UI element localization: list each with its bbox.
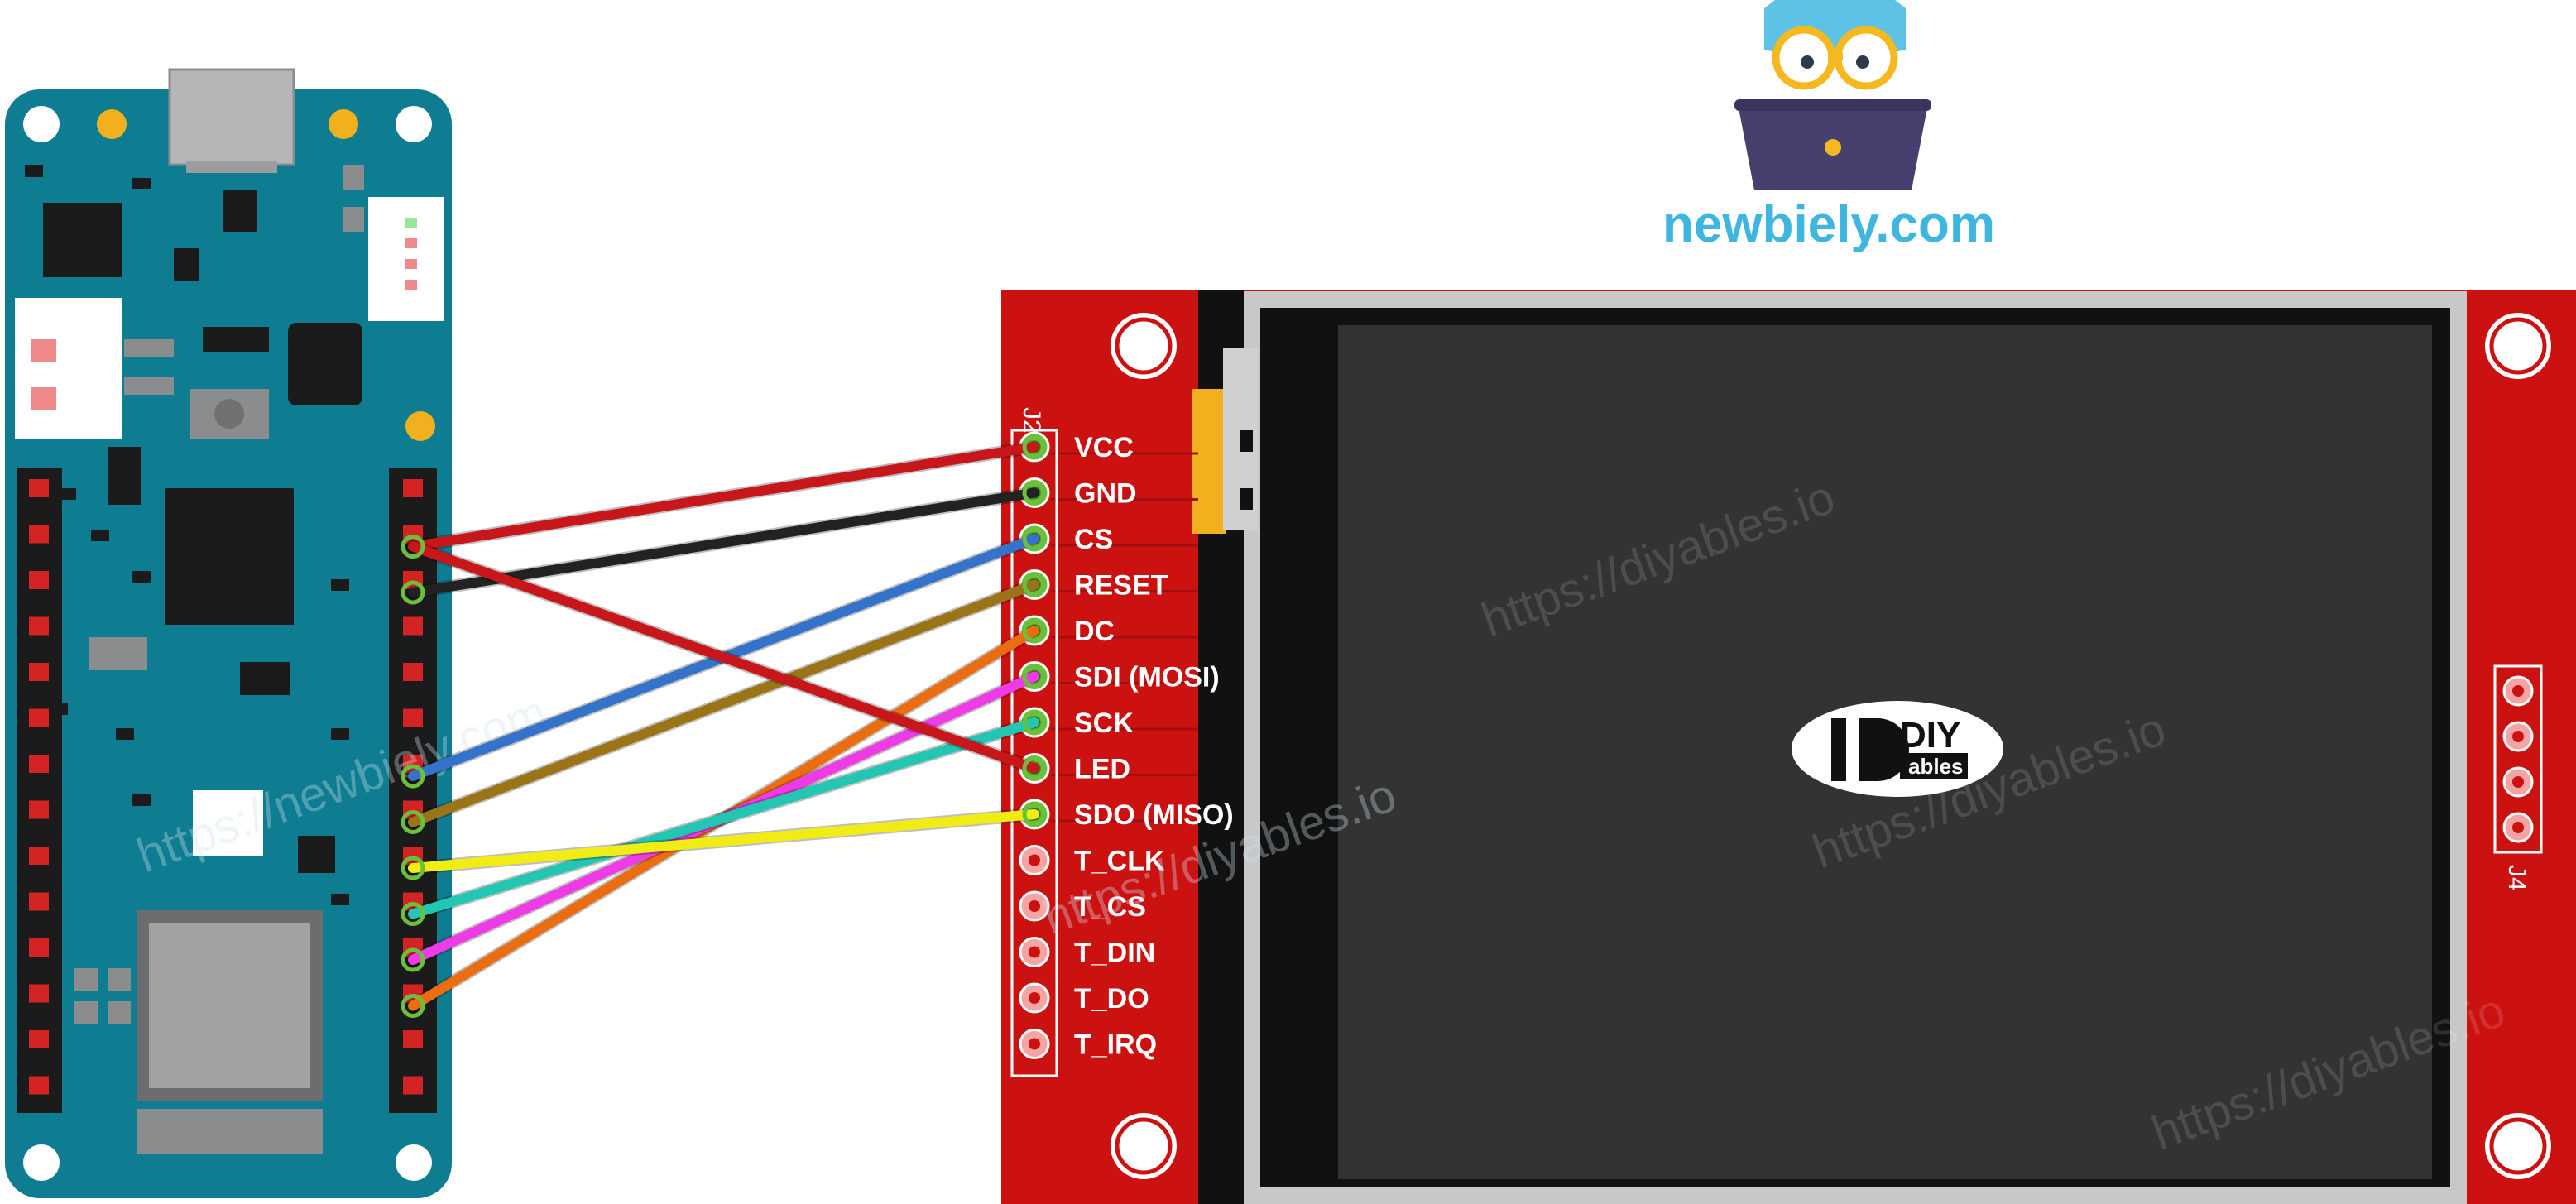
header-pin bbox=[29, 663, 49, 681]
wire-vcc bbox=[408, 442, 1039, 552]
j4-label: J4 bbox=[2503, 865, 2530, 891]
pin-label-reset: RESET bbox=[1074, 570, 1168, 602]
pin-label-dc: DC bbox=[1074, 616, 1115, 647]
pin-label-gnd: GND bbox=[1074, 478, 1137, 510]
header-pin bbox=[403, 663, 423, 681]
pin-label-t-cs: T_CS bbox=[1074, 891, 1146, 923]
wire-led bbox=[408, 541, 1039, 774]
pin-label-sdo-miso: SDO (MISO) bbox=[1074, 799, 1234, 831]
pin-label-t-din: T_DIN bbox=[1074, 938, 1155, 969]
pin-label-sck: SCK bbox=[1074, 708, 1134, 739]
pin-label-sdi-mosi: SDI (MOSI) bbox=[1074, 662, 1220, 693]
header-pin bbox=[403, 616, 423, 636]
header-pin bbox=[29, 616, 49, 636]
header-pin bbox=[29, 984, 49, 1003]
header-pin bbox=[29, 1076, 49, 1095]
wire-bundle bbox=[401, 434, 1047, 1018]
header-pin bbox=[29, 847, 49, 865]
diyables-logo: DIY ables bbox=[1792, 701, 2003, 797]
header-pin bbox=[29, 755, 49, 773]
header-pin bbox=[29, 525, 49, 544]
header-pin bbox=[403, 1076, 423, 1095]
brand-name: newbiely.com bbox=[1662, 196, 1995, 253]
header-pin bbox=[403, 1030, 423, 1048]
header-pin bbox=[29, 1030, 49, 1048]
wire-gnd bbox=[408, 487, 1039, 597]
wire-sck bbox=[408, 717, 1039, 919]
diyables-logo-sub: ables bbox=[1908, 754, 1964, 779]
display-pin-header: VCC GND CS RESET DC SDI (MOSI) SCK LED SDO (MISO… bbox=[1019, 431, 1234, 1061]
header-pin bbox=[29, 800, 49, 819]
pin-label-t-do: T_DO bbox=[1074, 983, 1149, 1015]
diyables-logo-main: DIY bbox=[1900, 715, 1960, 755]
arduino-board bbox=[5, 68, 452, 1198]
header-pin bbox=[29, 938, 49, 957]
header-pin bbox=[29, 892, 49, 911]
pin-label-t-clk: T_CLK bbox=[1074, 846, 1165, 877]
header-pin bbox=[403, 708, 423, 727]
j2-label: J2 bbox=[1018, 407, 1045, 434]
j4-pins bbox=[2502, 675, 2534, 843]
newbiely-logo: newbiely.com bbox=[1662, 0, 1995, 253]
tft-display-module: J2 VCC GND CS RESET DC SDI (MOSI) SCK LED SDO (M… bbox=[1001, 290, 2576, 1204]
pin-label-cs: CS bbox=[1074, 524, 1113, 555]
wire-reset bbox=[408, 579, 1039, 827]
pin-label-vcc: VCC bbox=[1074, 432, 1134, 463]
header-pin bbox=[403, 479, 423, 497]
header-pin bbox=[29, 708, 49, 727]
pin-label-t-irq: T_IRQ bbox=[1074, 1029, 1157, 1061]
header-pin bbox=[29, 479, 49, 497]
arduino-left-header bbox=[29, 479, 49, 1095]
header-pin bbox=[29, 571, 49, 589]
pin-label-led: LED bbox=[1074, 754, 1130, 785]
wire-sdo-miso bbox=[408, 809, 1039, 873]
